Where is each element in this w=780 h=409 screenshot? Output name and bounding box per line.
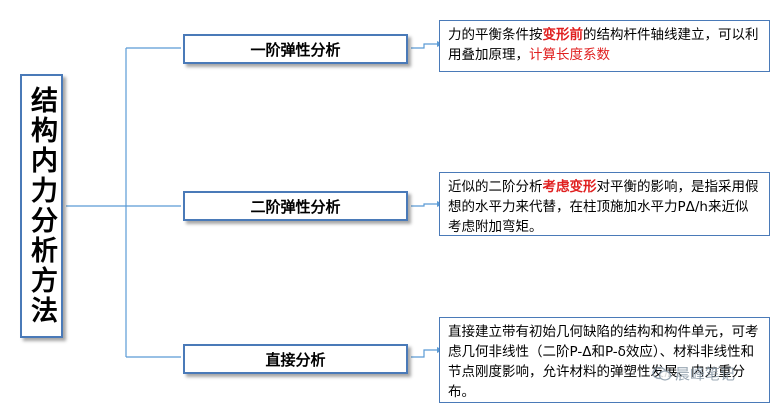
method-second-order-elastic: 二阶弹性分析 [183,191,408,221]
method-label: 直接分析 [265,350,326,369]
highlight-before-deformation: 变形前 [542,27,584,43]
watermark-text: 晨峰笔记 [675,365,736,383]
description-first-order: 力的平衡条件按变形前的结构杆件轴线建立，可以利用叠加原理，计算长度系数 [439,20,770,72]
root-label: 结构内力分析方法 [26,86,57,326]
wechat-icon [652,366,672,381]
description-second-order: 近似的二阶分析考虑变形对平衡的影响，是指采用假想的水平力来代替，在柱顶施加水平力… [439,172,770,236]
method-first-order-elastic: 一阶弹性分析 [183,34,408,64]
watermark: 晨峰笔记 [652,363,735,384]
desc-connector-1 [411,43,437,49]
description-direct-analysis: 直接建立带有初始几何缺陷的结构和构件单元，可考虑几何非线性（二阶P-Δ和P-δ效… [439,317,770,403]
method-label: 二阶弹性分析 [250,197,341,216]
method-direct-analysis: 直接分析 [183,344,408,374]
root-node: 结构内力分析方法 [20,74,63,338]
desc-connector-2 [411,203,437,207]
method-label: 一阶弹性分析 [250,40,341,59]
highlight-effective-length-factor: 计算长度系数 [529,47,610,63]
highlight-consider-deformation: 考虑变形 [542,179,597,195]
desc-connector-3 [411,349,437,358]
